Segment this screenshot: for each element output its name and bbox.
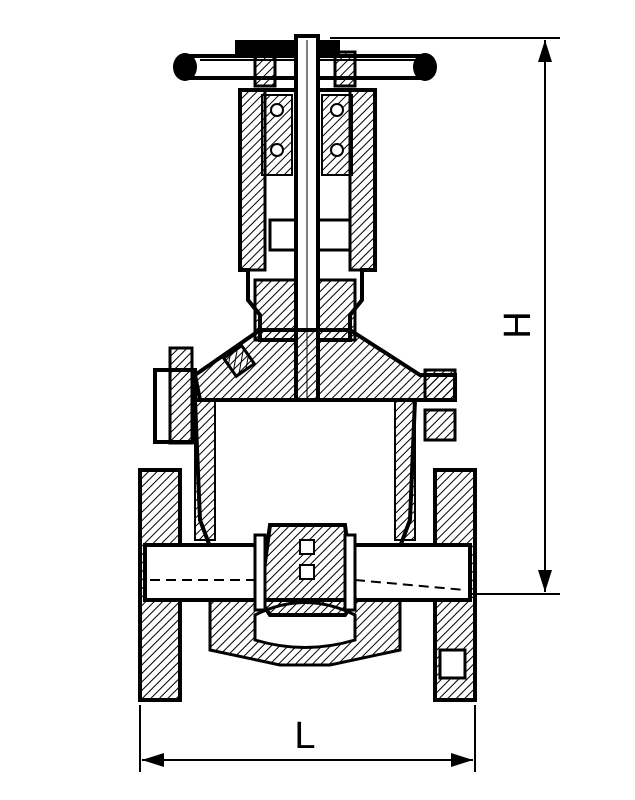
bonnet-flange (153, 328, 457, 445)
dimension-l-label: L (294, 715, 315, 757)
dimension-h: H (330, 37, 560, 595)
dimension-l: L (139, 705, 476, 772)
right-flange (348, 468, 477, 702)
dimension-h-label: H (497, 311, 539, 338)
left-flange (138, 468, 268, 702)
gate-wedge (253, 523, 358, 617)
handwheel (173, 40, 437, 88)
